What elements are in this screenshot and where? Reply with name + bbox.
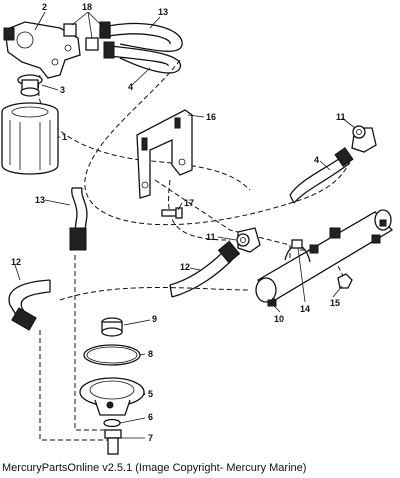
filter-adapter-part-2 xyxy=(3,21,81,79)
image-caption: MercuryPartsOnline v2.5.1 (Image Copyrig… xyxy=(2,462,307,474)
oil-filter-part-1 xyxy=(1,102,59,175)
bracket-part-16 xyxy=(136,109,193,199)
callout-14: 14 xyxy=(300,304,310,314)
adapter-part-3 xyxy=(17,74,43,97)
hose-part-13-upper xyxy=(99,21,183,52)
callout-13-upper: 13 xyxy=(158,7,168,17)
callout-10: 10 xyxy=(274,314,284,324)
hose-part-4-upper xyxy=(103,41,181,74)
callout-4-upper: 4 xyxy=(128,82,133,92)
hose-part-12-left xyxy=(8,279,51,331)
clamp-part-14 xyxy=(284,239,311,263)
callout-15: 15 xyxy=(330,298,340,308)
elbow-part-11-upper xyxy=(351,125,377,153)
callout-7: 7 xyxy=(148,433,153,443)
nut-part-15 xyxy=(337,273,353,289)
oil-cooler-part-10 xyxy=(255,209,394,307)
callout-13-lower: 13 xyxy=(35,195,45,205)
callout-18: 18 xyxy=(82,2,92,12)
plug-part-9 xyxy=(101,317,123,337)
callout-labels: 2 18 13 4 3 1 16 11 4 13 17 11 12 12 9 8… xyxy=(11,2,346,443)
callout-6: 6 xyxy=(148,412,153,422)
callout-17: 17 xyxy=(184,198,194,208)
hose-part-4-lower xyxy=(289,147,354,204)
hose-part-12-right xyxy=(169,240,241,298)
callout-9: 9 xyxy=(152,314,157,324)
seal-ring-part-8 xyxy=(83,344,141,366)
callout-11-upper: 11 xyxy=(336,112,346,122)
fitting-part-7 xyxy=(104,429,122,455)
leader-lines xyxy=(14,11,356,439)
hose-part-13-lower xyxy=(69,187,88,251)
callout-4-lower: 4 xyxy=(314,155,319,165)
callout-8: 8 xyxy=(148,349,153,359)
adapter-base-part-5 xyxy=(79,377,145,416)
callout-11-lower: 11 xyxy=(206,232,216,242)
callout-1: 1 xyxy=(62,132,67,142)
callout-2: 2 xyxy=(42,2,47,12)
bolt-part-17 xyxy=(161,207,183,219)
callout-5: 5 xyxy=(148,389,153,399)
parts-diagram: 2 18 13 4 3 1 16 11 4 13 17 11 12 12 9 8… xyxy=(1,2,394,455)
washer-part-6 xyxy=(103,418,121,428)
callout-12-right: 12 xyxy=(180,262,190,272)
elbow-part-11-lower xyxy=(236,227,261,253)
callout-16: 16 xyxy=(206,112,216,122)
callout-3: 3 xyxy=(60,85,65,95)
callout-12-left: 12 xyxy=(11,257,21,267)
